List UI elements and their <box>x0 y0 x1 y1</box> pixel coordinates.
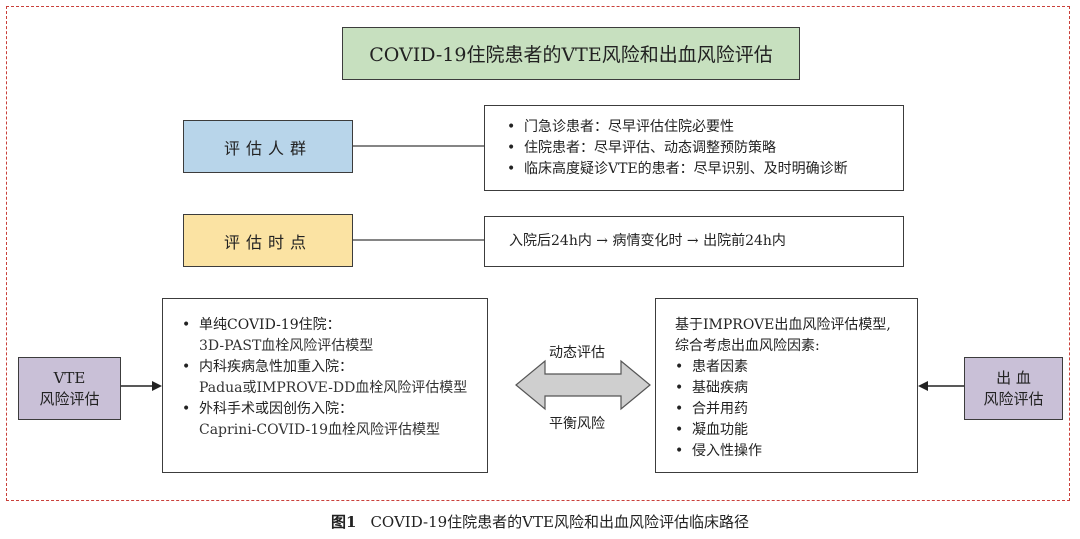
timing-panel: 入院后24h内 → 病情变化时 → 出院前24h内 <box>484 216 904 267</box>
vte-models-panel: •单纯COVID-19住院： 3D-PAST血栓风险评估模型 •内科疾病急性加重… <box>162 298 488 473</box>
vte-line2: 风险评估 <box>39 389 100 408</box>
bleeding-intro2: 综合考虑出血风险因素: <box>675 338 820 354</box>
bleeding-factor: •基础疾病 <box>675 380 748 396</box>
bleeding-risk-box: 出 血 风险评估 <box>964 357 1063 420</box>
bleeding-factor: •患者因素 <box>675 359 748 375</box>
population-label-box: 评估人群 <box>183 120 353 173</box>
timing-text: 入院后24h内 → 病情变化时 → 出院前24h内 <box>509 233 786 249</box>
vte-model: 3D-PAST血栓风险评估模型 <box>199 338 374 354</box>
title-box: COVID-19住院患者的VTE风险和出血风险评估 <box>342 27 800 80</box>
population-panel: •门急诊患者：尽早评估住院必要性 •住院患者：尽早评估、动态调整预防策略 •临床… <box>484 105 904 191</box>
vte-risk-box: VTE 风险评估 <box>18 357 121 420</box>
vte-model: Padua或IMPROVE-DD血栓风险评估模型 <box>199 380 468 396</box>
figure-caption: 图1 COVID-19住院患者的VTE风险和出血风险评估临床路径 <box>0 511 1080 532</box>
diagram-title: COVID-19住院患者的VTE风险和出血风险评估 <box>369 44 773 66</box>
vte-item: •外科手术或因创伤入院： <box>182 401 353 417</box>
population-label: 评估人群 <box>223 138 312 158</box>
timing-label: 评估时点 <box>223 232 312 252</box>
balance-risk-label: 平衡风险 <box>549 416 605 432</box>
bleeding-factor: •凝血功能 <box>675 422 748 438</box>
bleeding-line2: 风险评估 <box>983 389 1044 408</box>
bleeding-line1: 出 血 <box>996 368 1031 387</box>
vte-item: •单纯COVID-19住院： <box>182 317 341 333</box>
bleeding-factors-panel: 基于IMPROVE出血风险评估模型, 综合考虑出血风险因素: •患者因素 •基础… <box>655 298 918 473</box>
timing-label-box: 评估时点 <box>183 214 353 267</box>
dashed-frame <box>6 6 1070 501</box>
vte-line1: VTE <box>53 368 86 387</box>
bleeding-intro1: 基于IMPROVE出血风险评估模型, <box>675 317 891 333</box>
caption-text: COVID-19住院患者的VTE风险和出血风险评估临床路径 <box>370 513 749 531</box>
figure-number: 图1 <box>331 513 357 531</box>
bleeding-factor: •合并用药 <box>675 401 748 417</box>
vte-model: Caprini-COVID-19血栓风险评估模型 <box>199 422 441 438</box>
population-item: •住院患者：尽早评估、动态调整预防策略 <box>507 140 776 156</box>
bleeding-factor: •侵入性操作 <box>675 443 762 459</box>
population-item: •门急诊患者：尽早评估住院必要性 <box>507 119 734 135</box>
population-item: •临床高度疑诊VTE的患者：尽早识别、及时明确诊断 <box>507 161 848 177</box>
vte-item: •内科疾病急性加重入院： <box>182 359 353 375</box>
dynamic-assessment-label: 动态评估 <box>549 345 605 361</box>
